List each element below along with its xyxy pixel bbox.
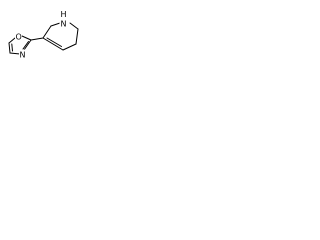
tetrahydropyridine-ring xyxy=(42,22,79,51)
oxazole-ring xyxy=(8,35,32,55)
oxazole-bond-c4-c5-double xyxy=(11,43,13,52)
ring-bond-c3-c2 xyxy=(42,25,52,39)
ring-bond-c4-c3 xyxy=(42,37,64,51)
chemical-structure-diagram: O N H N xyxy=(8,10,79,60)
ring-bond-c6-c5 xyxy=(75,28,79,45)
atom-labels: O N H N xyxy=(15,10,70,60)
oxazole-bond-c5-o1 xyxy=(8,37,16,44)
ring-bond-c4-c3-double xyxy=(46,37,62,47)
ring-bond-n1-c6 xyxy=(69,22,79,30)
oxazole-bond-n3-c4 xyxy=(9,52,21,55)
oxazole-bond-c2-n3 xyxy=(23,39,32,51)
oxazole-oxygen-label: O xyxy=(16,33,22,42)
oxazole-nitrogen-label: N xyxy=(20,51,26,60)
ring-hydrogen-label: H xyxy=(61,10,67,19)
oxazole-bond-c2-n3-double xyxy=(22,41,29,50)
ring-nitrogen-label: N xyxy=(61,20,67,29)
linker-bond xyxy=(30,37,44,41)
oxazole-bond-o1-c2 xyxy=(21,35,32,41)
oxazole-bond-c4-c5 xyxy=(8,42,11,54)
ring-bond-c2-n1 xyxy=(50,22,61,27)
ring-bond-c5-c4 xyxy=(62,43,77,51)
